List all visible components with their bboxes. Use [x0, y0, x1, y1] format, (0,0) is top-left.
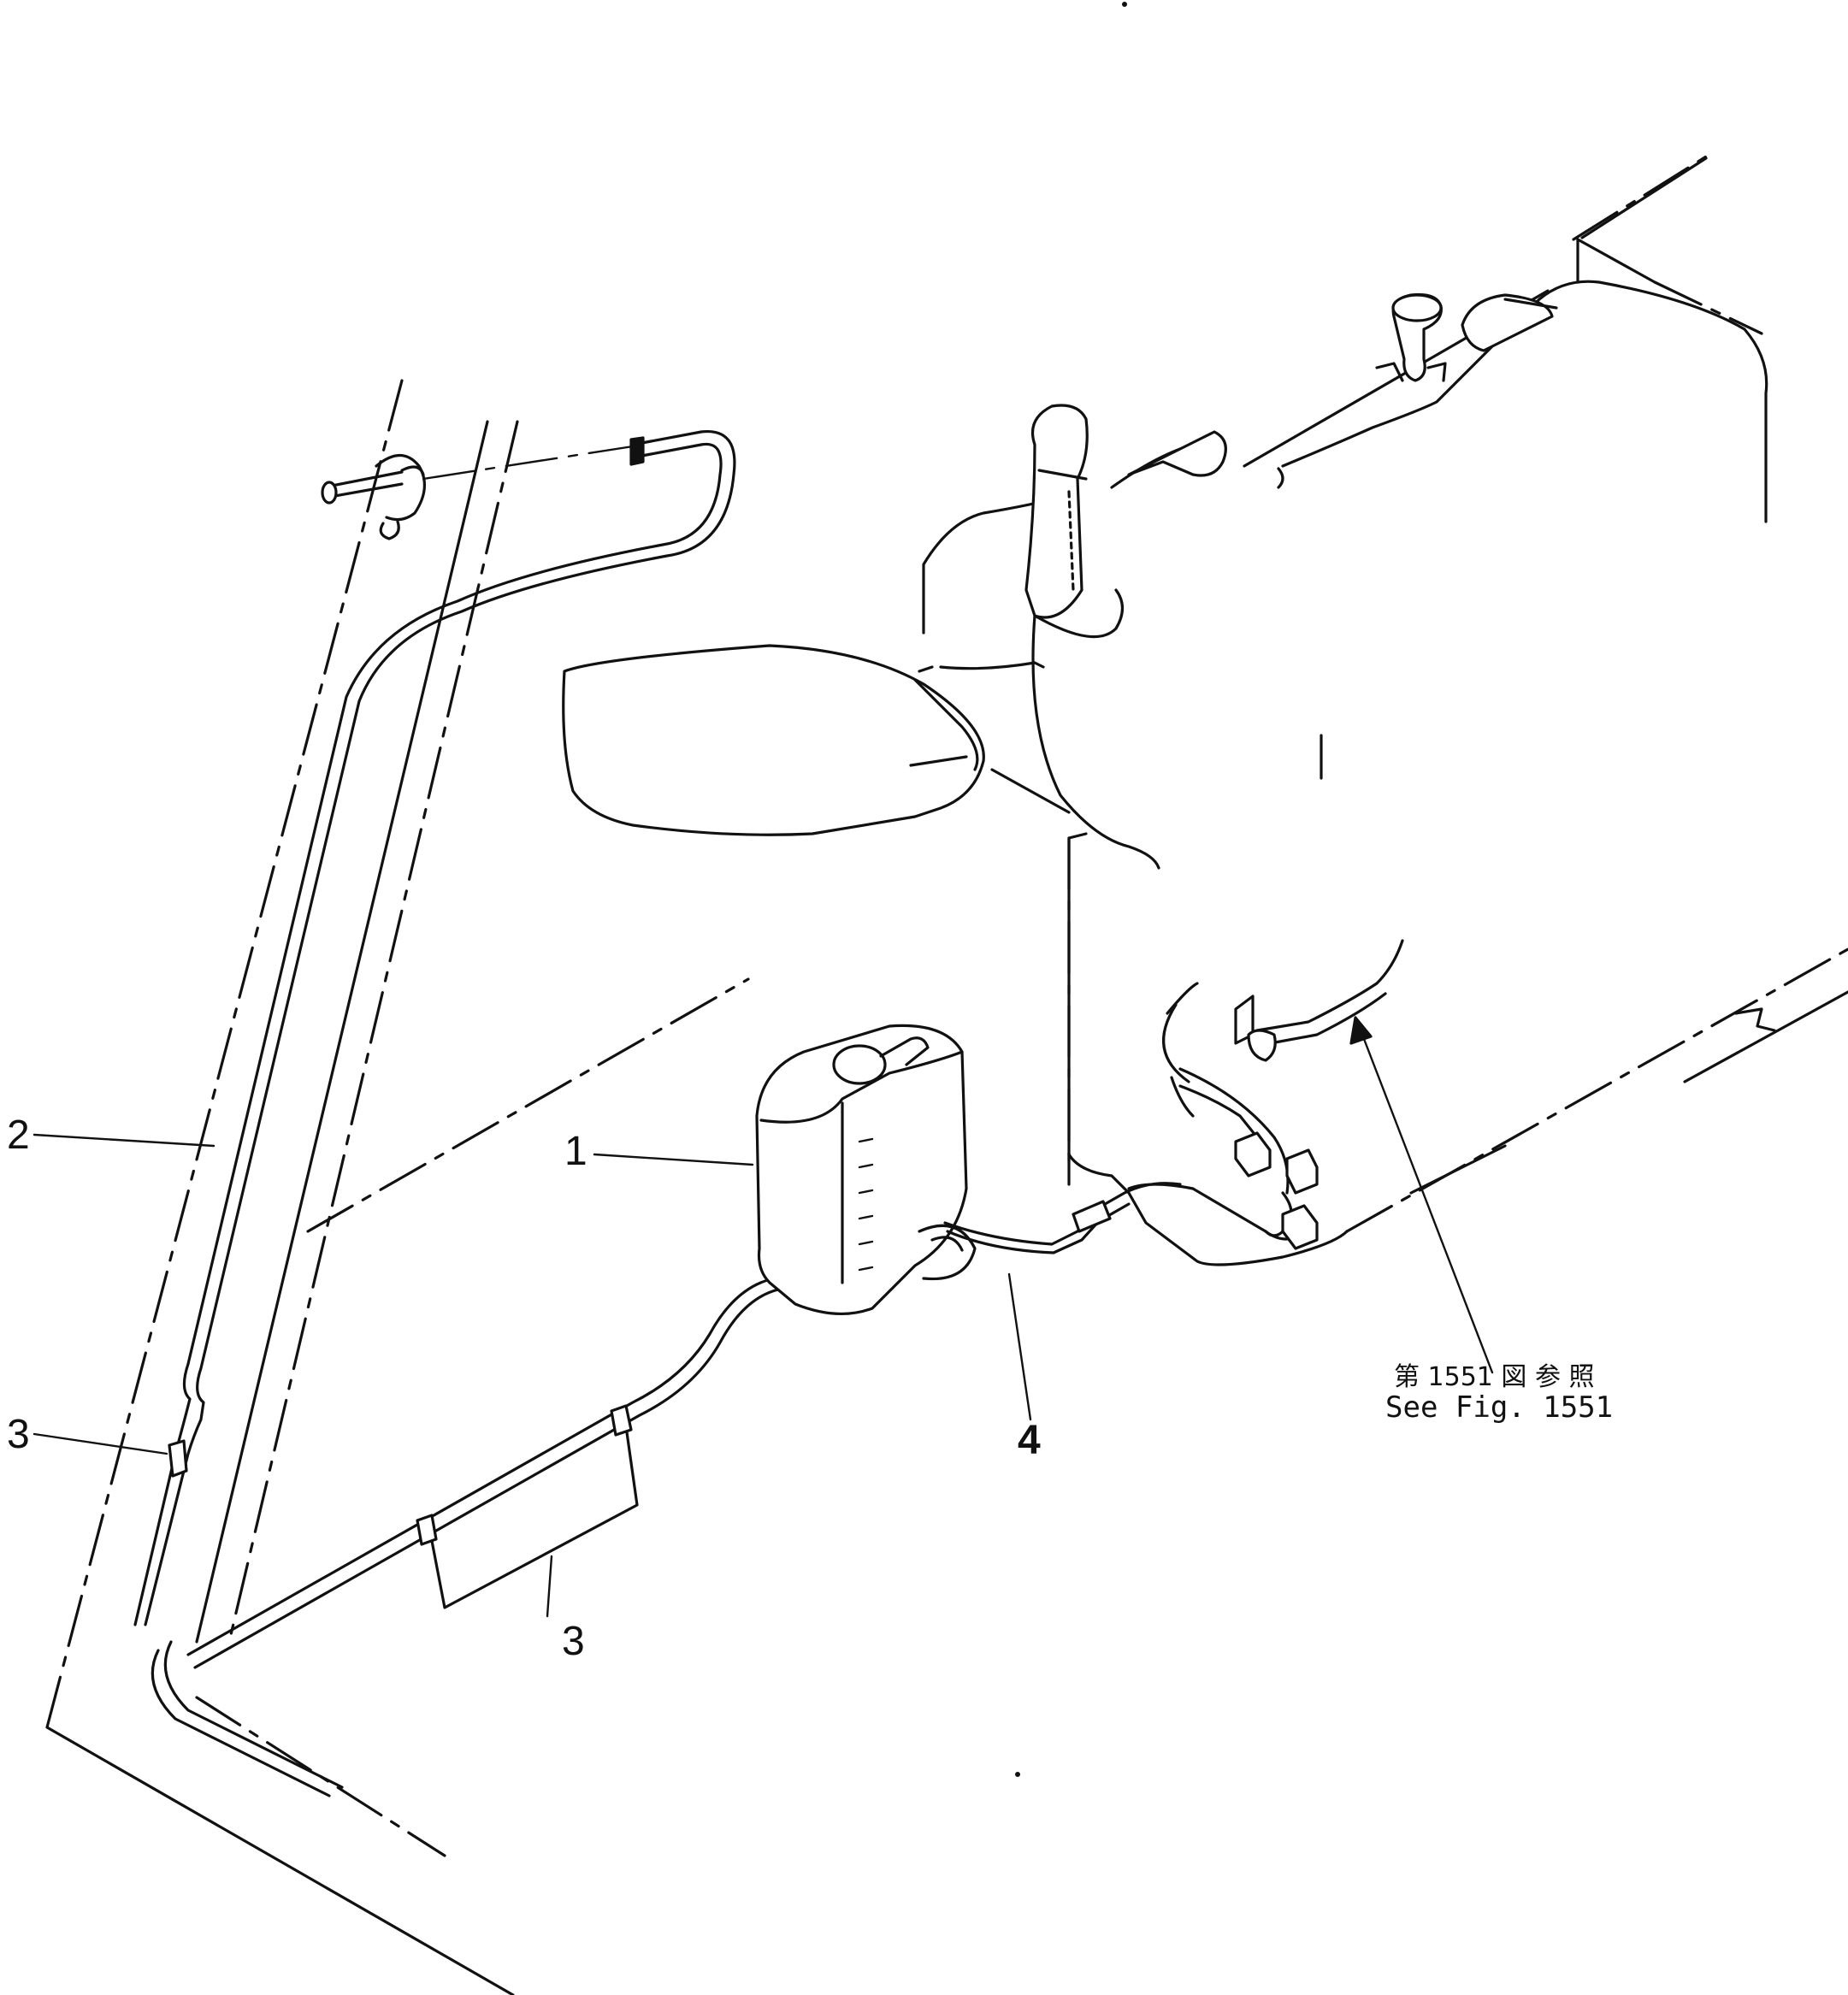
- right-housing: [1243, 152, 1768, 523]
- callout-4: 4: [1018, 1418, 1041, 1463]
- wire-4: [943, 1182, 1302, 1254]
- callout-2: 2: [7, 1113, 30, 1158]
- stray-mark: [1122, 2, 1127, 7]
- washer-nozzle: [321, 445, 635, 540]
- hose-2: [133, 430, 736, 1797]
- tank-scale-marks: [858, 1137, 874, 1272]
- window-frame: [45, 379, 750, 1995]
- figure-reference-japanese: 第 1551 図 参 照: [1394, 1362, 1595, 1392]
- stray-mark: [1015, 1772, 1020, 1777]
- cab-body: [1067, 734, 1848, 1266]
- washer-tank: [755, 1024, 977, 1315]
- callout-3-left: 3: [7, 1412, 30, 1457]
- seat: [562, 644, 985, 836]
- hose-lower: [186, 1277, 780, 1669]
- callout-leaders: [32, 1016, 1494, 1618]
- wiring-harness: [1162, 939, 1404, 1250]
- hose-clamps: [168, 1404, 639, 1609]
- figure-reference-english: See Fig. 1551: [1385, 1390, 1613, 1425]
- top-fittings: [1375, 292, 1558, 382]
- callout-3-bottom: 3: [562, 1619, 585, 1664]
- console: [922, 404, 1227, 870]
- callout-1: 1: [564, 1129, 587, 1174]
